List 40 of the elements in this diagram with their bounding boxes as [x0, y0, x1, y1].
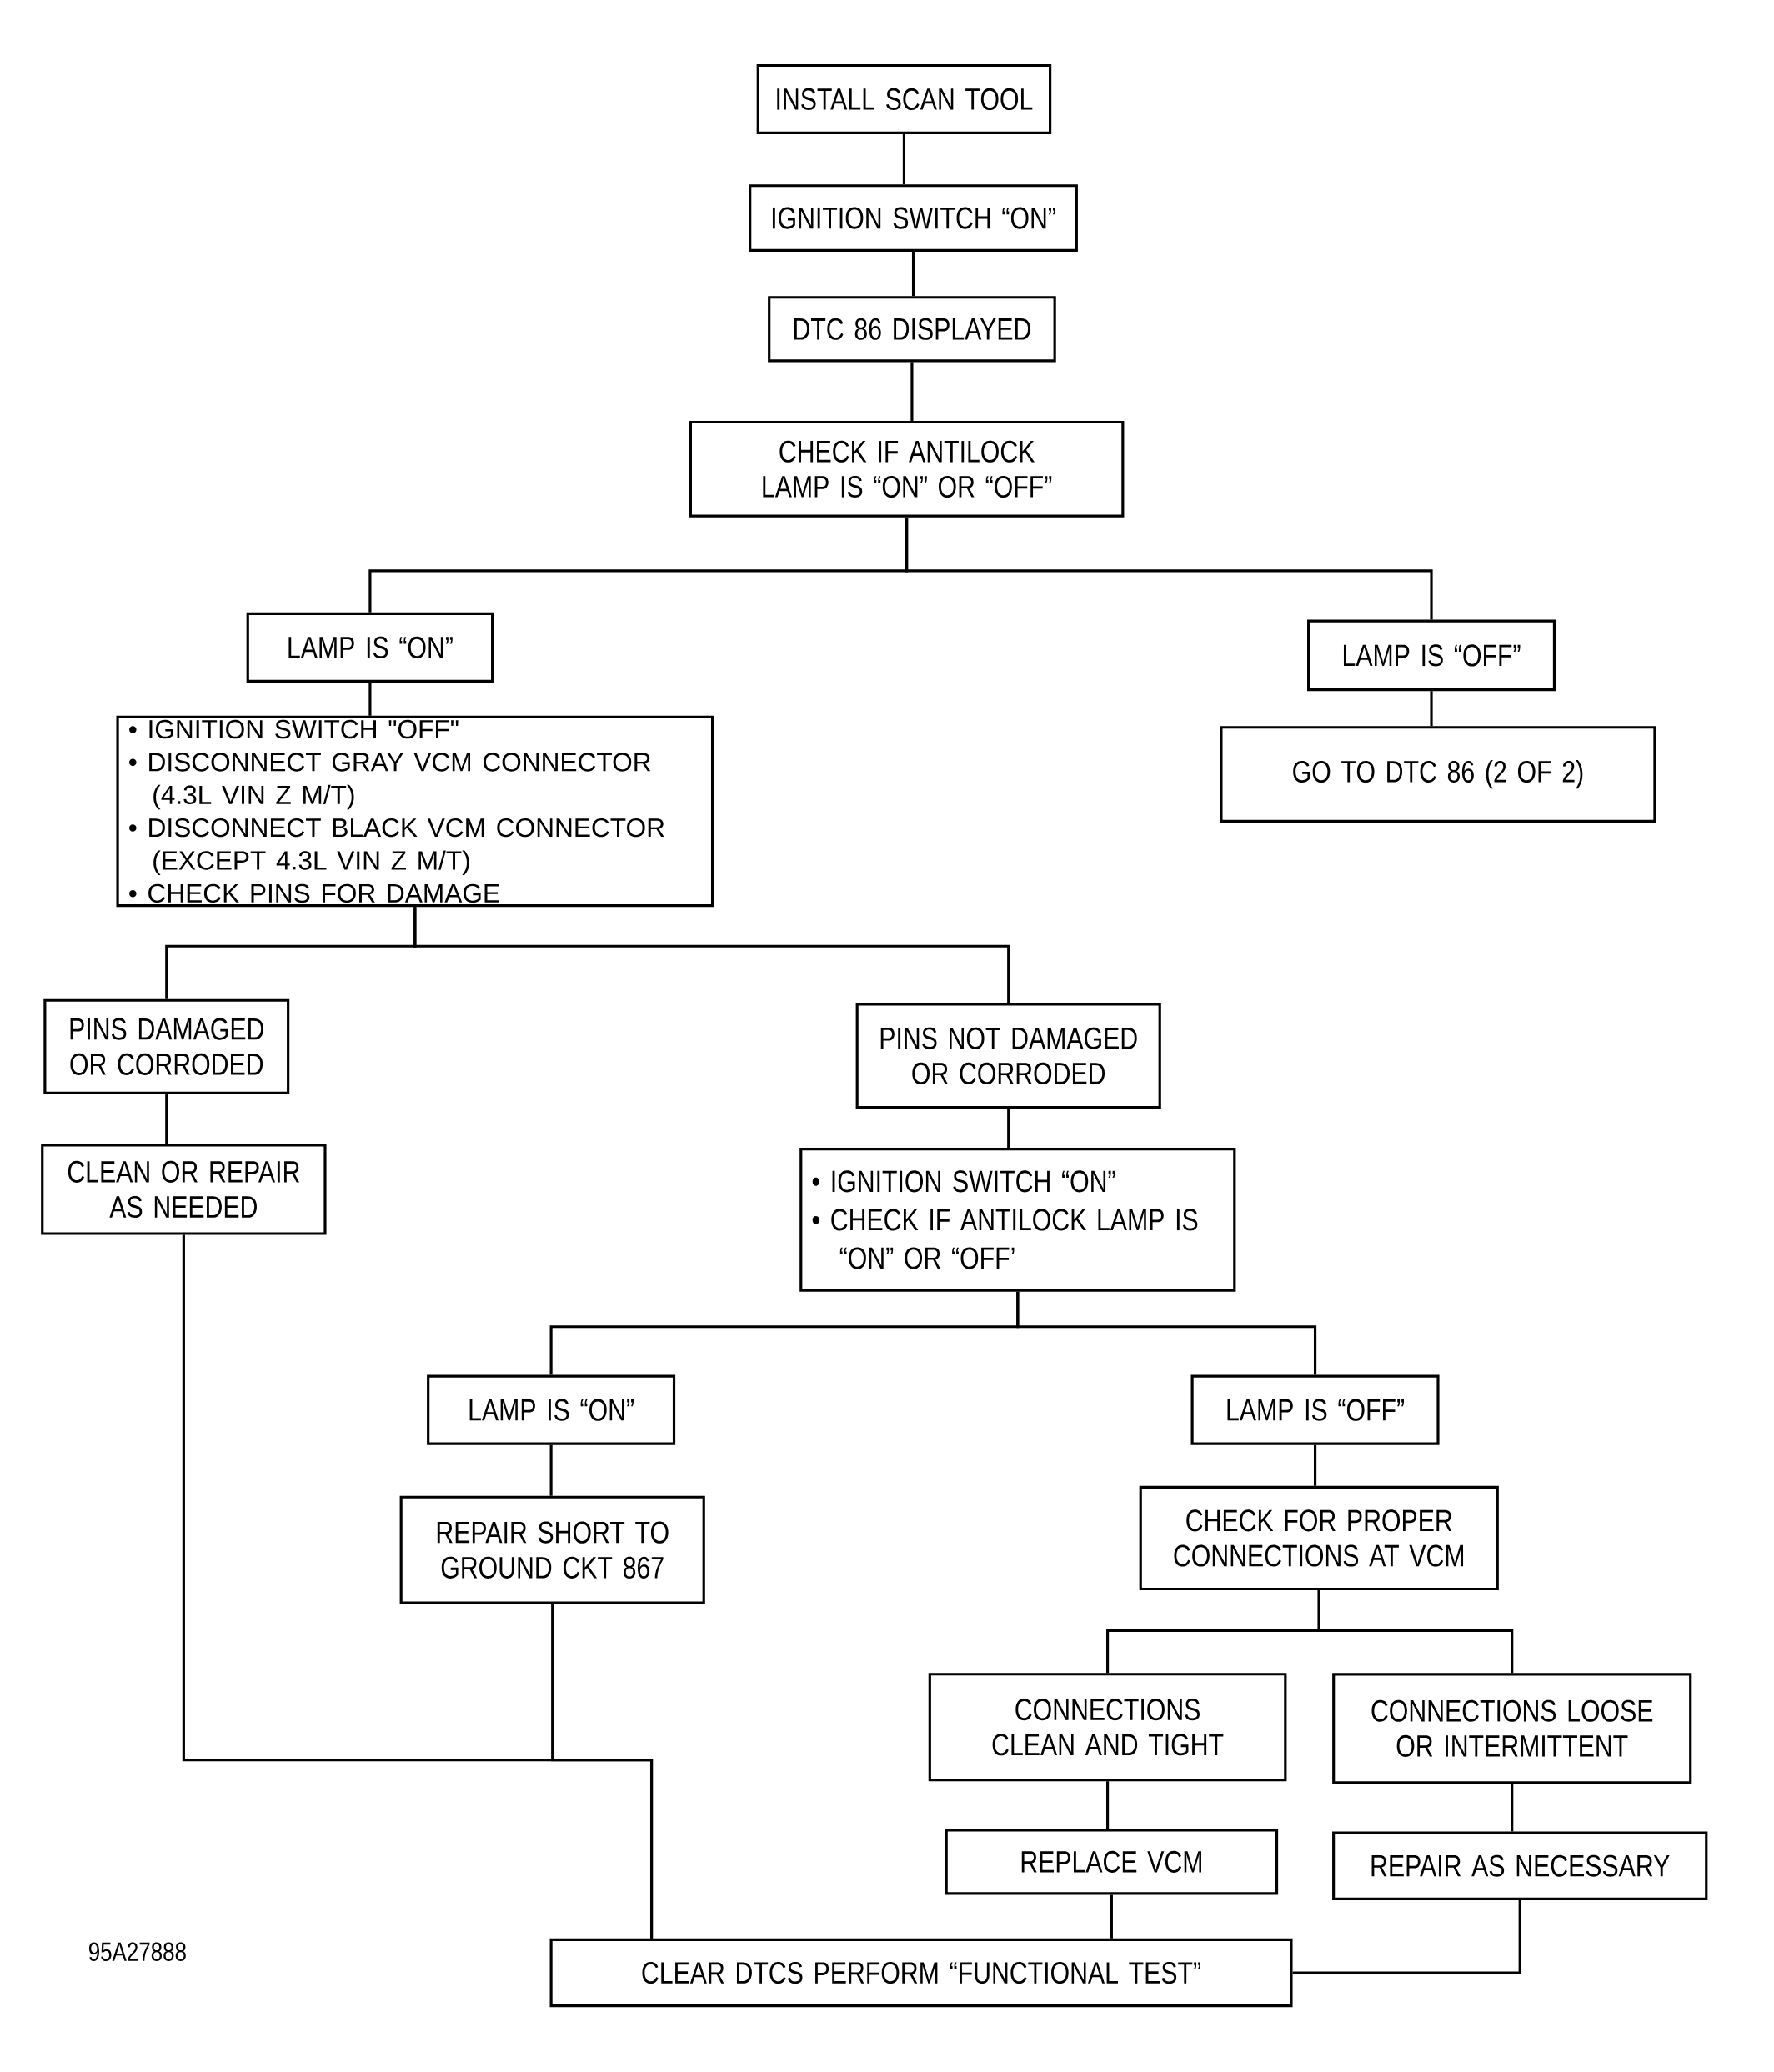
process-box: CHECK FOR PROPER CONNECTIONS AT VCM	[1139, 1485, 1500, 1591]
process-box: INSTALL SCAN TOOL	[756, 63, 1052, 134]
process-box: CLEAR DTCS PERFORM “FUNCTIONAL TEST”	[549, 1938, 1293, 2008]
process-box: CONNECTIONS CLEAN AND TIGHT	[928, 1673, 1287, 1782]
process-box: CHECK IF ANTILOCK LAMP IS “ON” OR “OFF”	[689, 420, 1125, 518]
process-box: LAMP IS “ON”	[246, 612, 494, 683]
connector-line	[912, 252, 915, 297]
figure-code: 95A27888	[89, 1942, 187, 1961]
connector-line	[1016, 1291, 1317, 1375]
process-box: • IGNITION SWITCH "OFF" • DISCONNECT GRAY VCM CONNECTOR (4.3L VIN Z M/T) • DISCONNECT BLACK VCM CONNECTOR (EXCEPT 4.3L VIN Z M/T) • CHECK PINS FOR DAMAGE	[116, 715, 714, 908]
connector-line	[1430, 691, 1433, 727]
connector-line	[549, 1444, 553, 1496]
process-box: REPLACE VCM	[945, 1829, 1279, 1895]
process-box: REPAIR SHORT TO GROUND CKT 867	[399, 1495, 705, 1604]
connector-line	[1292, 1899, 1521, 1974]
process-box: PINS DAMAGED OR CORRODED	[43, 998, 290, 1094]
process-box: PINS NOT DAMAGED OR CORRODED	[855, 1003, 1161, 1109]
process-box: REPAIR AS NECESSARY	[1332, 1831, 1708, 1900]
connector-line	[903, 133, 906, 185]
connector-line	[551, 1604, 654, 1939]
process-box: CLEAN OR REPAIR AS NEEDED	[41, 1144, 327, 1235]
connector-line	[165, 1094, 168, 1144]
process-box: DTC 86 DISPLAYED	[768, 296, 1056, 363]
connector-line	[1110, 1894, 1114, 1939]
connector-line	[368, 682, 372, 716]
process-box: • IGNITION SWITCH “ON” • CHECK IF ANTILOCK LAMP IS “ON” OR “OFF’	[799, 1147, 1236, 1292]
process-box: CONNECTIONS LOOSE OR INTERMITTENT	[1332, 1673, 1692, 1784]
process-box: GO TO DTC 86 (2 OF 2)	[1220, 726, 1656, 823]
connector-line	[1007, 1109, 1010, 1148]
process-box: LAMP IS “OFF”	[1307, 619, 1556, 692]
process-box: LAMP IS “OFF”	[1190, 1374, 1440, 1445]
process-box: LAMP IS “ON”	[427, 1374, 676, 1445]
connector-line	[1317, 1590, 1514, 1674]
process-box: IGNITION SWITCH “ON”	[749, 184, 1079, 252]
connector-line	[1314, 1444, 1317, 1486]
connector-line	[1106, 1781, 1110, 1829]
connector-line	[905, 517, 1433, 620]
connector-line	[413, 907, 1010, 1003]
connector-line	[910, 362, 914, 421]
connector-line	[1511, 1784, 1514, 1832]
